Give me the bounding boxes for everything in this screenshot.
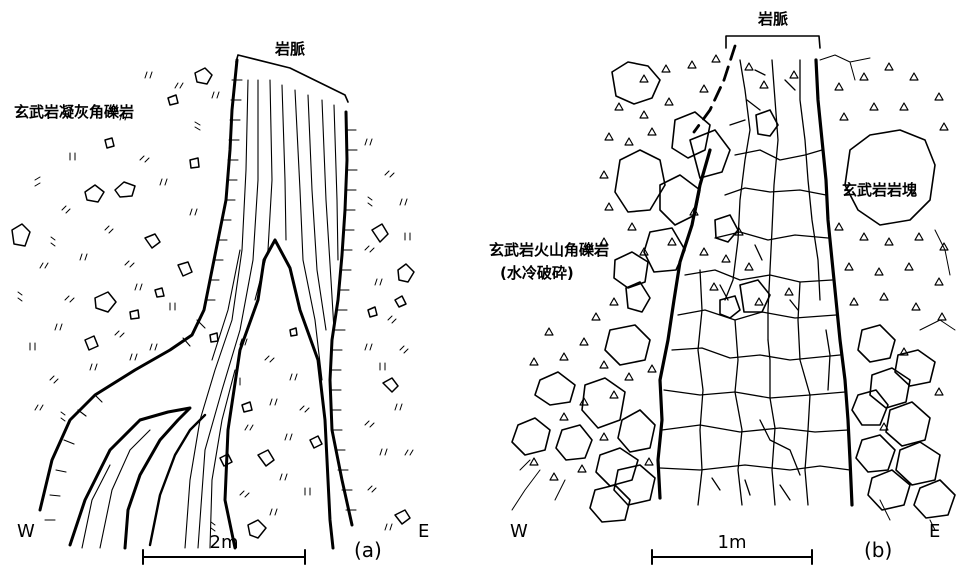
block-label-b: 玄武岩岩塊 xyxy=(842,183,917,198)
host-rock-sublabel-b: (水冷破砕) xyxy=(500,266,574,281)
east-label-a: E xyxy=(418,523,429,541)
dike-branch-a xyxy=(70,408,190,548)
dike-dashed-margin-b xyxy=(694,46,735,132)
breccia-blocks-b xyxy=(512,62,778,522)
panel-b xyxy=(512,36,955,564)
chill-hatch-west-a xyxy=(45,80,242,520)
flow-lines-a xyxy=(82,80,338,548)
dike-margin-east-b xyxy=(816,60,852,505)
dike-label-a: 岩脈 xyxy=(275,42,305,57)
host-rock-label-a: 玄武岩凝灰角礫岩 xyxy=(14,105,134,120)
dike-margin-west-b xyxy=(658,150,710,498)
dike-inner-margin-a xyxy=(225,240,333,548)
caption-b: (b) xyxy=(864,540,892,560)
west-label-b: W xyxy=(510,523,528,541)
east-label-b: E xyxy=(929,523,940,541)
host-rock-label-b: 玄武岩火山角礫岩 xyxy=(489,243,609,258)
dike-label-b: 岩脈 xyxy=(758,12,788,27)
dike-bracket-b xyxy=(726,36,820,48)
caption-a: (a) xyxy=(354,540,382,560)
scale-label-b: 1m xyxy=(718,534,747,552)
clasts-a xyxy=(12,68,414,538)
panel-a xyxy=(12,55,414,564)
west-label-a: W xyxy=(17,523,35,541)
dike-bracket-a xyxy=(236,55,348,102)
scale-label-a: 2m xyxy=(210,534,239,552)
